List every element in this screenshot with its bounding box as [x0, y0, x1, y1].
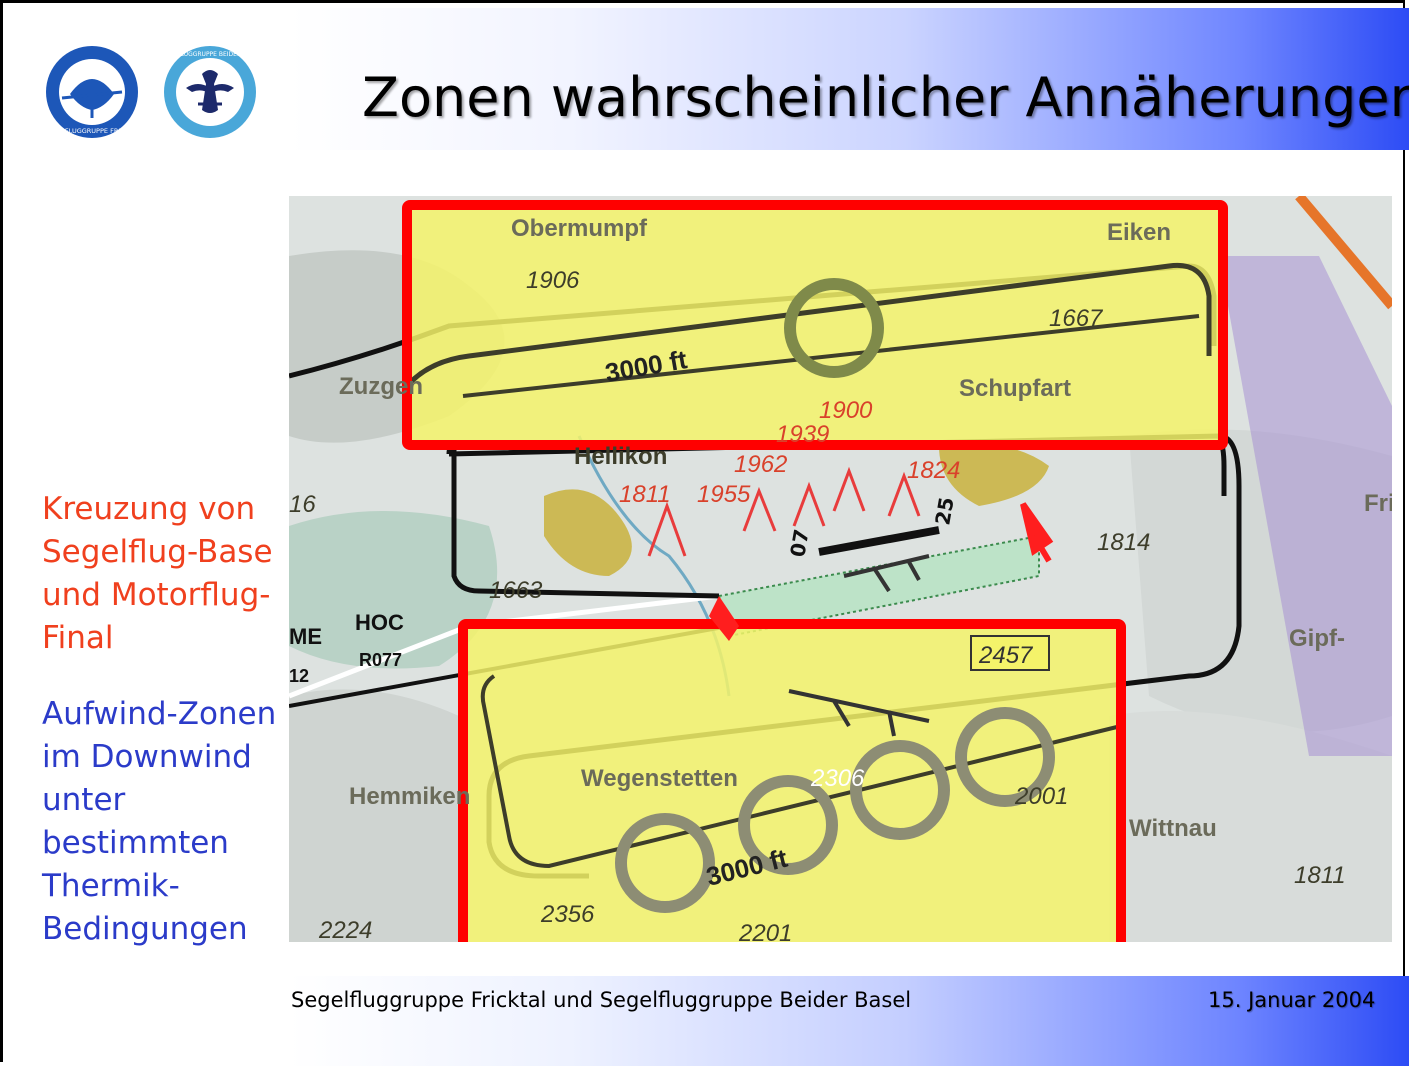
- map-svg: 07 25: [289, 196, 1392, 942]
- glider-icon-south: [788, 689, 930, 737]
- thermal-circle-south-4: [955, 707, 1055, 807]
- beider-basel-logo-text: SEGELFLUGGRUPPE BEIDER BASEL: [162, 51, 258, 58]
- thermal-circle-south-1: [615, 813, 715, 913]
- place-fri: Fri: [1364, 490, 1392, 517]
- mountain-ticks: [647, 466, 921, 557]
- footer-organization: Segelfluggruppe Fricktal und Segelfluggr…: [291, 988, 912, 1012]
- side-text-line: Segelflug-Base: [42, 534, 273, 570]
- elev-2001: 2001: [1014, 783, 1068, 810]
- side-text-line: und Motorflug-: [42, 577, 271, 613]
- footer-band: [289, 976, 1409, 1066]
- north-zone-circuit: [405, 262, 1212, 388]
- thermal-circle-south-3: [850, 740, 950, 840]
- village-hellikon: [544, 489, 632, 576]
- place-obermumpf: Obermumpf: [511, 215, 648, 242]
- place-hemmiken: Hemmiken: [349, 783, 470, 810]
- place-eiken: Eiken: [1107, 219, 1171, 246]
- elev-2224: 2224: [318, 917, 372, 942]
- north-zone-border: [402, 200, 1228, 450]
- place-hellikon: Hellikon: [574, 443, 667, 470]
- elev-box-2457: [970, 635, 1050, 671]
- side-text-line: Bedingungen: [42, 911, 248, 947]
- side-text-thermal: Aufwind-Zonen im Downwind unter bestimmt…: [42, 693, 276, 951]
- terrain-southeast: [1109, 711, 1392, 942]
- place-wittnau: Wittnau: [1129, 815, 1217, 842]
- runway-strip: [717, 534, 1040, 638]
- elev-1906: 1906: [526, 267, 580, 294]
- village-schupfart: [939, 443, 1049, 506]
- runway-25: 25: [930, 495, 958, 527]
- elev-1939: 1939: [776, 421, 829, 448]
- elev-1824: 1824: [907, 457, 960, 484]
- elev-2457: 2457: [978, 642, 1034, 669]
- runway: [818, 526, 940, 556]
- elev-1900: 1900: [819, 397, 873, 424]
- place-zuzgen: Zuzgen: [339, 373, 423, 400]
- elev-1811: 1811: [619, 481, 671, 508]
- thermal-circle-south-2: [738, 775, 838, 875]
- slide-title: Zonen wahrscheinlicher Annäherungen: [362, 66, 1409, 129]
- route-r077: R077: [359, 650, 402, 670]
- elev-2356: 2356: [540, 901, 595, 928]
- airway-band: [1219, 256, 1392, 756]
- terrain-valley: [289, 511, 498, 669]
- route-hoc: HOC: [355, 610, 404, 635]
- elev-1814: 1814: [1097, 529, 1150, 556]
- beider-basel-logo: SEGELFLUGGRUPPE BEIDER BASEL: [162, 46, 258, 138]
- thermal-circle-north: [784, 278, 884, 378]
- route-12: 12: [289, 666, 309, 686]
- side-text-line: bestimmten: [42, 825, 229, 861]
- arrow-west: [709, 596, 739, 641]
- side-text-line: unter: [42, 782, 126, 818]
- side-text-line: im Downwind: [42, 739, 252, 775]
- title-band: [289, 8, 1409, 150]
- south-zone-circuit: [480, 674, 1122, 869]
- side-text-crossing: Kreuzung von Segelflug-Base und Motorflu…: [42, 488, 273, 660]
- elev-1667: 1667: [1049, 305, 1104, 332]
- elev-2306: 2306: [810, 765, 865, 792]
- side-text-line: Final: [42, 620, 114, 656]
- elev-1663: 1663: [489, 577, 543, 604]
- glider-icon: [843, 554, 930, 593]
- elev-1811-east: 1811: [1294, 862, 1346, 889]
- elev-1955: 1955: [697, 481, 751, 508]
- fricktal-logo-text: SEGELFLUGGRUPPE FRICKTAL: [44, 127, 140, 135]
- elev-1962: 1962: [734, 451, 787, 478]
- place-wegenstetten: Wegenstetten: [581, 765, 738, 792]
- side-text-line: Aufwind-Zonen: [42, 696, 277, 732]
- boundary-line: [1295, 196, 1392, 310]
- side-text-line: Thermik-: [42, 868, 180, 904]
- footer-date: 15. Januar 2004: [1208, 988, 1376, 1012]
- fricktal-logo: SEGELFLUGGRUPPE FRICKTAL: [44, 46, 140, 138]
- arrow-east: [1020, 502, 1054, 563]
- elev-2201: 2201: [738, 920, 792, 942]
- terrain-south: [289, 689, 459, 942]
- elev-16: 16: [289, 491, 316, 518]
- north-zone-track: [462, 314, 1200, 398]
- north-zone-fill: [407, 205, 1223, 445]
- side-text-line: Kreuzung von: [42, 491, 256, 527]
- place-gipf: Gipf-: [1289, 625, 1345, 652]
- south-zone-border: [458, 619, 1126, 942]
- place-schupfart: Schupfart: [959, 375, 1071, 402]
- runway-07: 07: [785, 527, 813, 559]
- route-me: ME: [289, 624, 322, 649]
- airfield-map: 07 25: [289, 196, 1392, 942]
